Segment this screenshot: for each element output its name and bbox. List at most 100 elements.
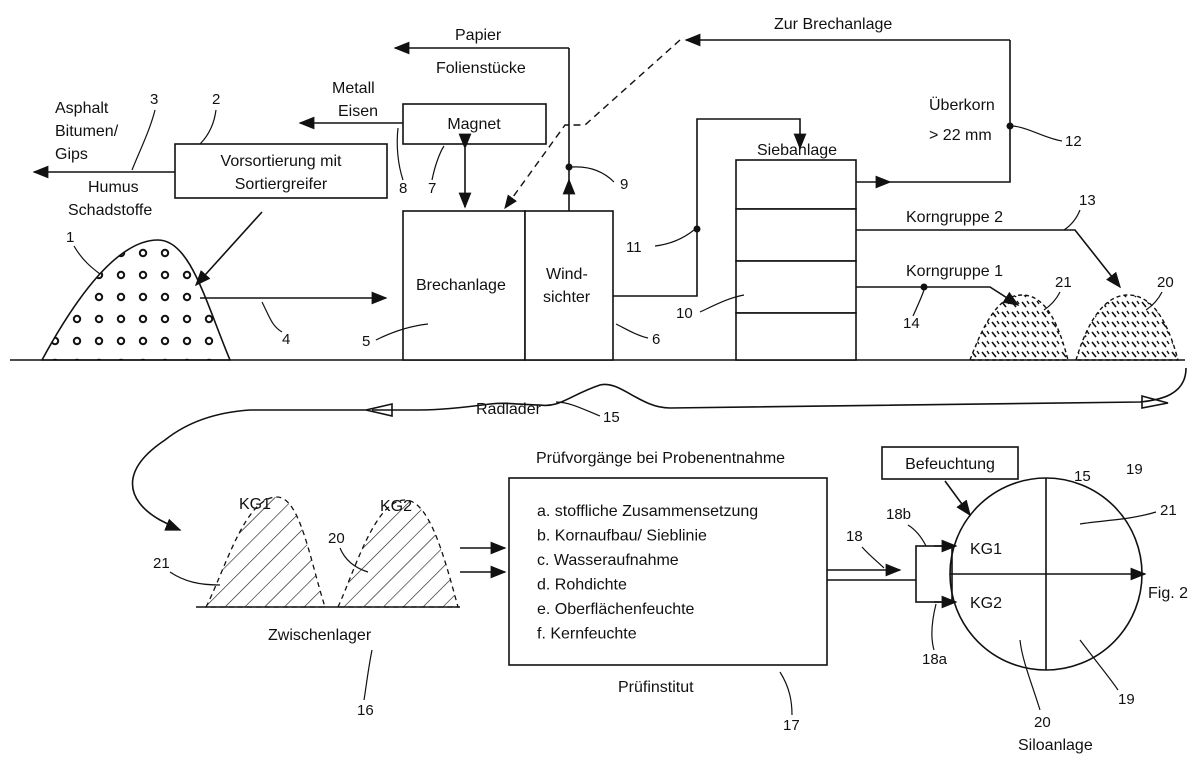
ref-21-mid: 21 [153, 555, 170, 572]
ref-7: 7 [428, 180, 436, 197]
silo-kg2: KG2 [970, 595, 1002, 612]
leader-21-top [1043, 291, 1061, 311]
vorsortierung-text-1: Vorsortierung mit [221, 153, 342, 170]
ref-20-low: 20 [1034, 714, 1051, 731]
test-item: e. Oberflächenfeuchte [537, 601, 695, 618]
ref-11: 11 [626, 239, 642, 256]
vorsortierung-box [174, 143, 388, 199]
ref-8: 8 [399, 180, 407, 197]
brechanlage-label: Brechanlage [416, 277, 506, 294]
leader-13 [1063, 209, 1081, 231]
ref-15-low: 15 [1074, 468, 1091, 485]
node-11 [693, 225, 701, 233]
leader-16 [363, 649, 373, 701]
label-radlader: Radlader [476, 401, 542, 418]
radlader-path [372, 367, 1187, 411]
ref-15-mid: 15 [603, 409, 620, 426]
material-pile [40, 239, 232, 361]
leader-18a [931, 603, 937, 651]
leader-14 [912, 289, 925, 317]
leader-4 [261, 301, 283, 333]
korngruppe2-line [856, 229, 1121, 289]
node-14 [920, 283, 928, 291]
kg1-pile-label: KG1 [239, 496, 271, 513]
ref-18a: 18a [922, 651, 948, 668]
label-zwischenlager: Zwischenlager [268, 627, 372, 644]
sieve-deck-2 [735, 208, 857, 262]
sieve-deck-1 [735, 159, 857, 210]
test-item: b. Kornaufbau/ Sieblinie [537, 528, 707, 545]
leader-5 [375, 323, 429, 341]
ref-19-low: 19 [1118, 691, 1135, 708]
pruefinstitut-box [508, 477, 828, 666]
leader-6 [615, 323, 649, 339]
label-pruefinstitut: Prüfinstitut [618, 679, 694, 696]
ref-1: 1 [66, 229, 74, 246]
leader-1 [73, 245, 101, 275]
vorsortierung-text-2: Sortiergreifer [235, 176, 328, 193]
befeuchtung-box [881, 446, 1019, 480]
label-ueberkorn: Überkorn [929, 96, 995, 114]
label-asphalt: Asphalt [55, 100, 109, 117]
ref-3: 3 [150, 91, 158, 108]
kg1-pile [204, 496, 326, 608]
label-humus: Humus [88, 179, 139, 196]
leader-21-low [1079, 511, 1157, 525]
pruefvorgaenge-title: Prüfvorgänge bei Probenentnahme [536, 450, 785, 467]
windsichter-box [524, 210, 614, 361]
oversize-line [890, 40, 1011, 183]
radlader-arrow-right [1141, 394, 1169, 409]
ref-20-mid: 20 [328, 530, 345, 547]
radlader-arrow-left [365, 402, 393, 418]
leader-8 [396, 127, 404, 181]
ref-14: 14 [903, 315, 920, 332]
label-bitumen: Bitumen/ [55, 123, 119, 140]
silo-kg1: KG1 [970, 541, 1002, 558]
leader-11 [654, 229, 695, 247]
leader-12 [1012, 125, 1063, 142]
label-gips: Gips [55, 146, 88, 163]
label-korngruppe1: Korngruppe 1 [906, 263, 1003, 280]
distributor-box [915, 545, 953, 603]
leader-20-top [1145, 291, 1163, 311]
leader-9 [571, 166, 615, 183]
label-metall: Metall [332, 80, 375, 97]
leader-10 [699, 294, 745, 313]
ref-2: 2 [212, 91, 220, 108]
leader-18 [861, 546, 885, 569]
ref-13: 13 [1079, 192, 1096, 209]
label-fig: Fig. 2 [1148, 585, 1188, 602]
test-item: c. Wasseraufnahme [537, 552, 679, 569]
windsichter-label-1: Wind- [546, 266, 588, 283]
siebanlage-label: Siebanlage [757, 142, 837, 159]
magnet-box [402, 103, 547, 145]
kg2-pile-label: KG2 [380, 498, 412, 515]
leader-18b [907, 524, 927, 547]
ref-9: 9 [620, 176, 628, 193]
ref-21-low: 21 [1160, 502, 1177, 519]
label-eisen: Eisen [338, 103, 378, 120]
ref-4: 4 [282, 331, 290, 348]
leader-2 [199, 109, 217, 145]
leader-21-mid [169, 571, 221, 586]
test-item: a. stoffliche Zusammensetzung [537, 503, 758, 520]
ref-6: 6 [652, 331, 660, 348]
label-folienstuecke: Folienstücke [436, 60, 526, 77]
ref-20-top: 20 [1157, 274, 1174, 291]
label-ueberkorn-size: > 22 mm [929, 127, 992, 144]
tests-list: a. stoffliche Zusammensetzung b. Kornaufb… [537, 503, 758, 643]
ref-17: 17 [783, 717, 800, 734]
node-9 [565, 163, 573, 171]
kg2-pile [336, 499, 459, 608]
ref-12: 12 [1065, 133, 1082, 150]
label-papier: Papier [455, 27, 502, 44]
leader-3 [131, 109, 156, 171]
radlader-path-down [131, 409, 366, 531]
label-befeuchtung: Befeuchtung [905, 456, 995, 473]
return-dashed [504, 39, 681, 210]
test-item: f. Kernfeuchte [537, 626, 637, 643]
ref-21-top: 21 [1055, 274, 1072, 291]
label-korngruppe2: Korngruppe 2 [906, 209, 1003, 226]
label-zur-brechanlage: Zur Brechanlage [774, 16, 892, 33]
